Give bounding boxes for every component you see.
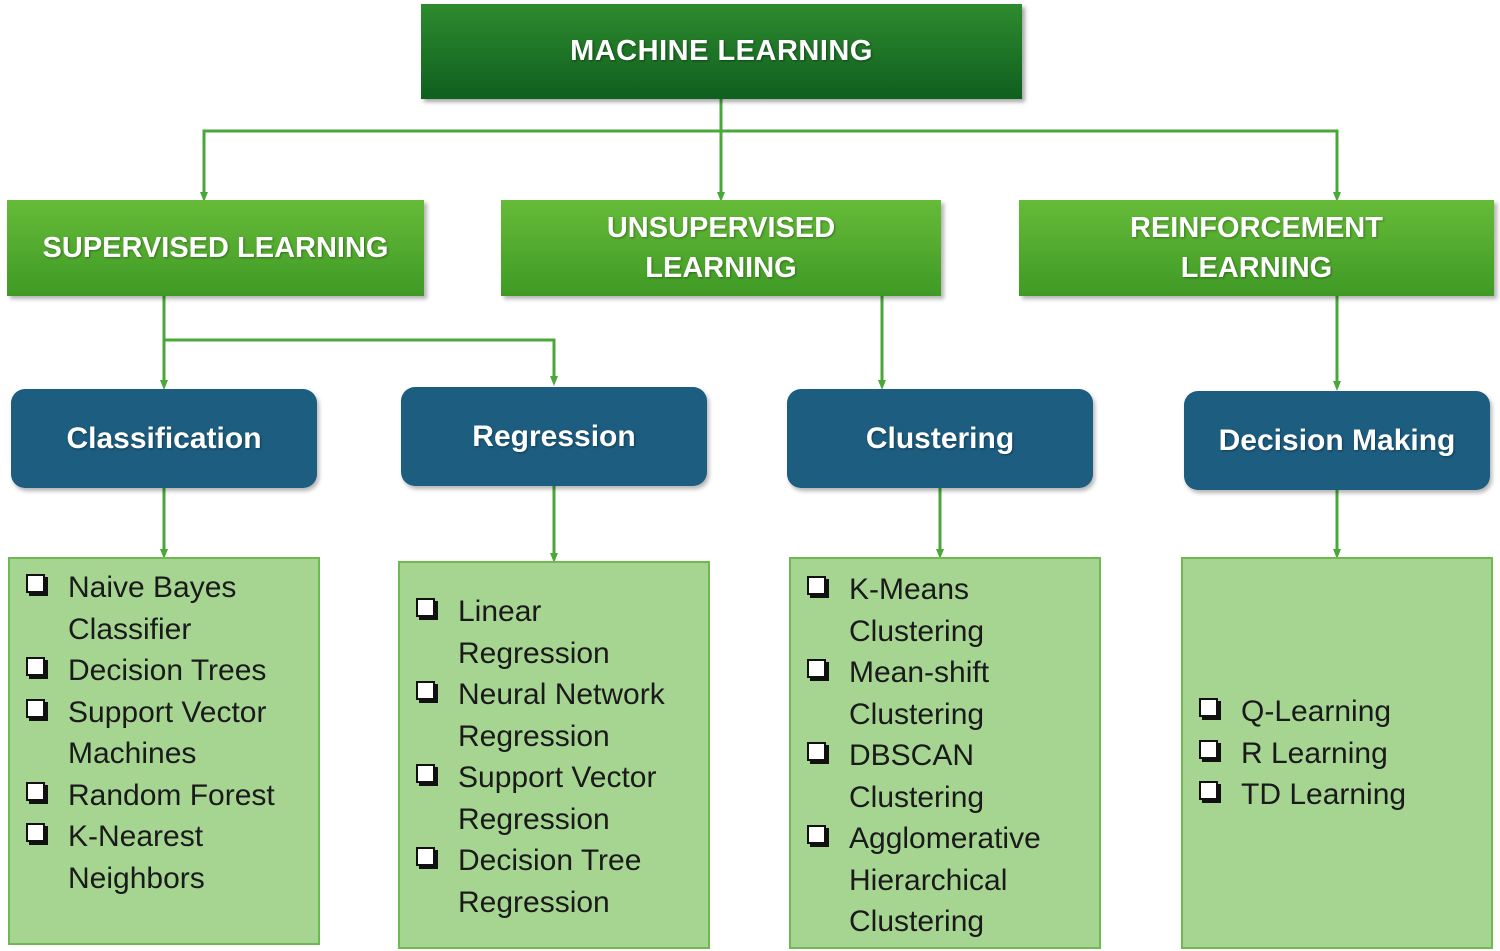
category-label: SUPERVISED LEARNING (42, 232, 389, 264)
list-classification: Naive Bayes Classifier Decision Trees Su… (8, 557, 320, 945)
checkbox-icon (416, 764, 435, 783)
category-unsupervised-learning: UNSUPERVISED LEARNING (501, 200, 941, 296)
list-item: TD Learning (1197, 774, 1481, 816)
subcategory-label: Clustering (865, 421, 1015, 455)
checkbox-icon (807, 576, 826, 595)
checkbox-icon (807, 825, 826, 844)
list-item: Random Forest (24, 775, 308, 817)
list-item: Neural Network Regression (414, 674, 703, 757)
checkbox-icon (26, 657, 45, 676)
checkbox-icon (26, 574, 45, 593)
subcategory-decision-making: Decision Making (1184, 391, 1490, 490)
checkbox-icon (416, 681, 435, 700)
subcategory-label: Regression (472, 419, 636, 453)
list-item: R Learning (1197, 733, 1481, 775)
category-supervised-learning: SUPERVISED LEARNING (7, 200, 424, 296)
subcategory-clustering: Clustering (787, 389, 1093, 488)
checkbox-icon (416, 847, 435, 866)
list-item: Linear Regression (414, 591, 648, 674)
subcategory-classification: Classification (11, 389, 317, 488)
root-node-machine-learning: MACHINE LEARNING (421, 4, 1022, 99)
list-item: Decision Tree Regression (414, 840, 668, 923)
list-regression: Linear Regression Neural Network Regress… (398, 561, 710, 949)
checkbox-icon (416, 598, 435, 617)
checkbox-icon (26, 781, 45, 801)
category-reinforcement-learning: REINFORCEMENT LEARNING (1019, 200, 1494, 296)
subcategory-regression: Regression (401, 387, 707, 486)
list-item: Support Vector Regression (414, 757, 688, 840)
checkbox-icon (807, 659, 826, 678)
category-label: REINFORCEMENT LEARNING (1130, 212, 1383, 284)
list-item: Naive Bayes Classifier (24, 567, 293, 650)
list-item: Q-Learning (1197, 691, 1481, 733)
list-item: Agglomerative Hierarchical Clustering (805, 818, 1064, 943)
category-label: UNSUPERVISED LEARNING (606, 212, 836, 284)
checkbox-icon (1199, 781, 1218, 800)
list-item: Support Vector Machines (24, 692, 298, 775)
root-label: MACHINE LEARNING (570, 35, 873, 67)
list-decision-making: Q-Learning R Learning TD Learning (1181, 557, 1493, 949)
list-item: Mean-shift Clustering (805, 652, 1019, 735)
list-item: DBSCAN Clustering (805, 735, 1019, 818)
checkbox-icon (1199, 739, 1218, 759)
subcategory-label: Decision Making (1218, 423, 1456, 457)
subcategory-label: Classification (66, 421, 262, 455)
checkbox-icon (807, 742, 826, 761)
checkbox-icon (1199, 698, 1218, 717)
list-item: K-Nearest Neighbors (24, 816, 228, 899)
list-item: K-Means Clustering (805, 569, 1019, 652)
checkbox-icon (26, 698, 45, 718)
list-item: Decision Trees (24, 650, 308, 692)
list-clustering: K-Means Clustering Mean-shift Clustering… (789, 557, 1101, 949)
checkbox-icon (26, 823, 45, 842)
